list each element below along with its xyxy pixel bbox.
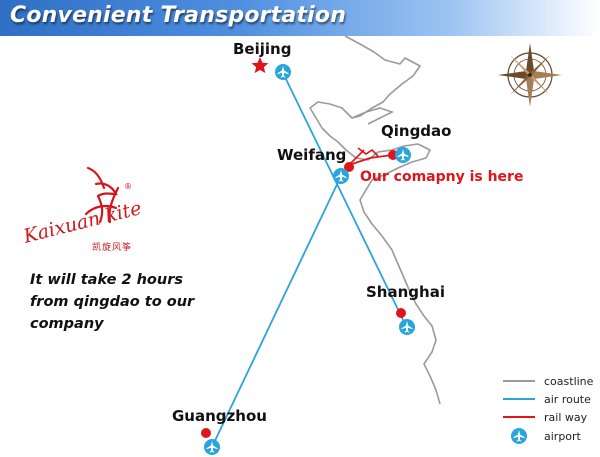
- legend-label-air-route: air route: [544, 393, 591, 406]
- airport-icon-beijing: [275, 64, 291, 80]
- kite-logo-icon: [84, 166, 120, 224]
- air-route-beijing-shanghai: [282, 72, 408, 329]
- compass-rose-icon: [498, 43, 562, 107]
- city-label-weifang: Weifang: [277, 146, 346, 164]
- company-dot: [344, 162, 354, 172]
- airport-icon-shanghai: [399, 319, 415, 335]
- registered-mark: ®: [124, 182, 132, 191]
- airport-icon-qingdao: [395, 147, 411, 163]
- logo-subtitle: 凯旋风筝: [92, 243, 133, 253]
- city-label-guangzhou: Guangzhou: [172, 407, 267, 425]
- coastline-peninsula: [351, 107, 395, 125]
- legend-label-rail-way: rail way: [544, 411, 588, 424]
- legend-label-airport: airport: [544, 430, 582, 443]
- travel-time-line: company: [30, 316, 104, 332]
- city-label-beijing: Beijing: [233, 40, 291, 58]
- guangzhou-dot: [201, 428, 211, 438]
- company-location-note: Our comapny is here: [360, 169, 523, 185]
- travel-time-line: from qingdao to our: [30, 294, 195, 310]
- coastline: [309, 35, 441, 405]
- airport-icon-guangzhou: [204, 439, 220, 455]
- air-route-weifang-guangzhou: [211, 175, 342, 448]
- airport-icon-weifang: [333, 168, 349, 184]
- legend-airport-icon: [511, 428, 527, 444]
- beijing-star-icon: [251, 57, 269, 73]
- legend: coastline air route rail way airport: [503, 375, 594, 444]
- city-label-shanghai: Shanghai: [366, 283, 445, 301]
- legend-label-coastline: coastline: [544, 375, 594, 388]
- header-banner: Convenient Transportation: [0, 0, 600, 36]
- page-title: Convenient Transportation: [10, 3, 347, 28]
- shanghai-dot: [396, 308, 406, 318]
- city-label-qingdao: Qingdao: [381, 122, 451, 140]
- travel-time-line: It will take 2 hours: [30, 272, 183, 288]
- travel-time-note: It will take 2 hours from qingdao to our…: [30, 269, 194, 335]
